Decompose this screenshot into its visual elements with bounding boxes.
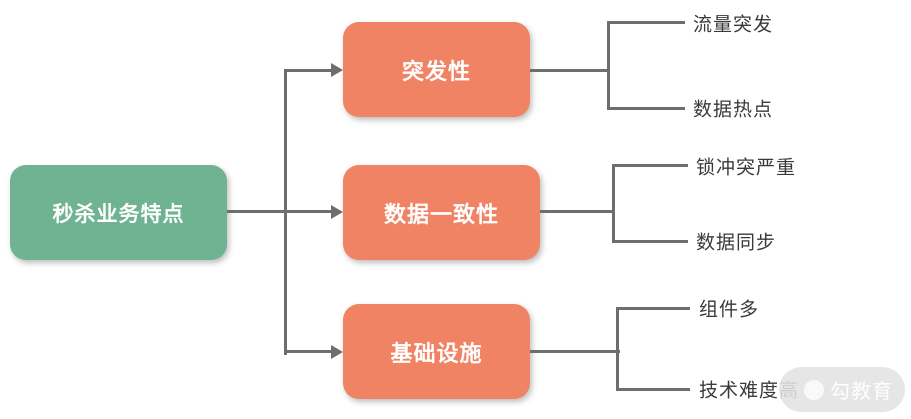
leaf-label: 组件多 [699,299,760,321]
branch-node: 数据一致性 [343,165,540,260]
connector-line [612,164,615,243]
connector-line [530,69,610,72]
branch-node: 突发性 [343,22,530,117]
watermark: 勾教育 [779,367,905,412]
arrowhead-icon [331,205,343,219]
connector-line [616,307,690,310]
leaf-label: 技术难度高 [699,380,800,402]
connector-line [227,210,332,213]
connector-line [607,21,610,110]
branch-node-label: 基础设施 [390,340,483,366]
leaf-label: 数据同步 [696,232,777,254]
connector-line [284,69,287,355]
connector-line [540,210,615,213]
root-node: 秒杀业务特点 [10,165,227,260]
leaf-label: 流量突发 [693,14,774,36]
connector-line [284,350,332,353]
branch-node: 基础设施 [343,304,530,399]
connector-line [616,307,619,391]
arrowhead-icon [331,345,343,359]
leaf-label: 锁冲突严重 [696,157,797,179]
connector-line [616,388,690,391]
connector-line [284,69,332,72]
watermark-circle-logo-icon [804,379,824,400]
connector-line [607,21,685,24]
connector-line [607,107,685,110]
branch-node-label: 数据一致性 [383,201,499,227]
leaf-label: 数据热点 [693,99,774,121]
watermark-label: 勾教育 [830,381,893,403]
root-node-label: 秒杀业务特点 [52,202,185,226]
connector-line [530,350,620,353]
branch-node-label: 突发性 [401,58,471,84]
connector-line [612,164,688,167]
connector-line [612,240,688,243]
arrowhead-icon [331,63,343,77]
